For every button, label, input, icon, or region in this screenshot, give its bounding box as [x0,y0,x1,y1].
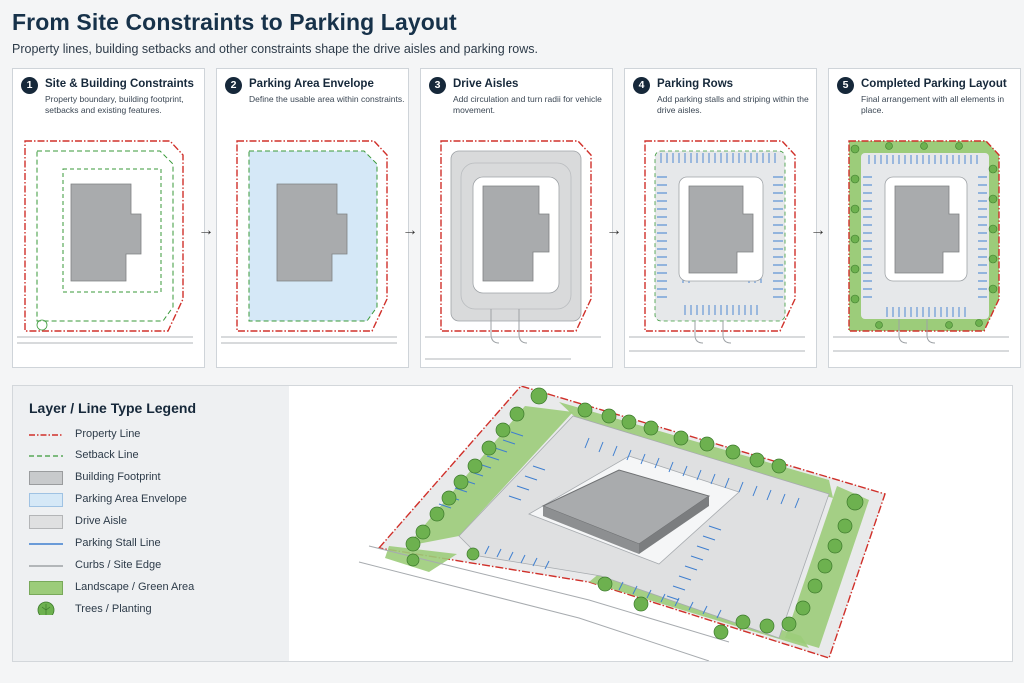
blue-line-icon [29,543,63,545]
step-description: Add circulation and turn radii for vehic… [453,94,602,115]
step-description: Add parking stalls and striping within t… [657,94,809,115]
step-number-badge: 5 [837,77,854,94]
gray-line-icon [29,565,63,567]
step-panel-5: 5 Completed Parking Layout Final arrange… [828,68,1021,368]
step-panel-2: 2 Parking Area Envelope Define the usabl… [216,68,409,368]
step-title: Site & Building Constraints [45,78,194,90]
isometric-site-view [358,386,886,661]
step-panel-3: 3 Drive Aisles Add circulation and turn … [420,68,613,368]
iso-tree-symbols [405,387,864,640]
flow-arrow: → [810,222,826,239]
legend-label: Curbs / Site Edge [75,559,162,571]
drive-aisles-plan [425,140,601,360]
page-title: From Site Constraints to Parking Layout [12,9,457,35]
step-number-badge: 3 [429,77,446,94]
legend-label: Parking Stall Line [75,537,161,549]
legend-label: Setback Line [75,449,139,461]
tree-icon [37,601,55,615]
step-description: Define the usable area within constraint… [249,94,405,104]
completed-layout-plan [833,140,1009,352]
dashed-green-line-icon [29,455,63,457]
step-description: Final arrangement with all elements in p… [861,94,1005,115]
legend-label: Property Line [75,428,141,440]
light-blue-fill-icon [29,493,63,507]
gray-fill-icon [29,471,63,485]
flow-arrow: → [198,222,214,239]
legend-panel: Layer / Line Type Legend Property Line S… [13,386,289,661]
step-title: Completed Parking Layout [861,78,1007,90]
legend-label: Parking Area Envelope [75,493,187,505]
step-panel-4: 4 Parking Rows Add parking stalls and st… [624,68,817,368]
light-gray-fill-icon [29,515,63,529]
legend-label: Drive Aisle [75,515,127,527]
step-panel-1: 1 Site & Building Constraints Property b… [12,68,205,368]
page-subtitle: Property lines, building setbacks and ot… [12,42,538,56]
step-title: Parking Rows [657,78,734,90]
flow-arrow: → [402,222,418,239]
legend-label: Landscape / Green Area [75,581,195,593]
step-number-badge: 2 [225,77,242,94]
parking-envelope-plan [221,140,397,344]
parking-rows-plan [629,140,805,352]
green-fill-icon [29,581,63,595]
legend-label: Trees / Planting [75,603,152,615]
step-number-badge: 1 [21,77,38,94]
legend-label: Building Footprint [75,471,161,483]
legend-title: Layer / Line Type Legend [29,400,197,416]
step-title: Drive Aisles [453,78,519,90]
dash-dot-red-line-icon [29,434,63,436]
legend-section: Layer / Line Type Legend Property Line S… [12,385,1013,662]
flow-arrow: → [606,222,622,239]
step-description: Property boundary, building footprint, s… [45,94,184,115]
tree-symbols [850,142,998,329]
step-number-badge: 4 [633,77,650,94]
step-title: Parking Area Envelope [249,78,374,90]
site-constraints-plan [17,140,193,344]
